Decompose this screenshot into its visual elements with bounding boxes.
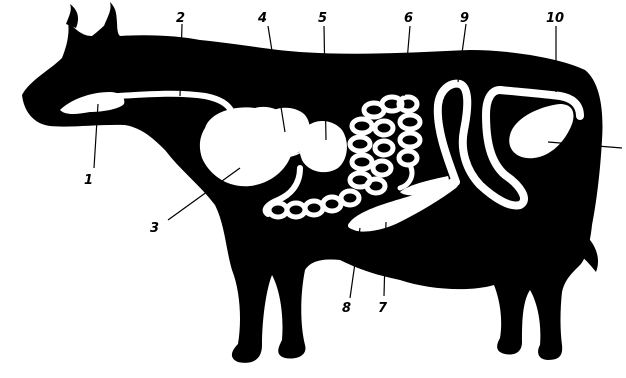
callout-label-6: 6	[404, 11, 413, 26]
cow-horn	[66, 4, 78, 28]
callout-label-2: 2	[176, 11, 185, 26]
callout-label-1: 1	[84, 173, 93, 188]
callout-label-10: 10	[546, 11, 564, 26]
callout-label-9: 9	[460, 11, 469, 26]
callout-label-4: 4	[257, 11, 267, 26]
callout-label-3: 3	[150, 221, 159, 236]
callout-label-7: 7	[378, 301, 388, 316]
omasum	[299, 121, 347, 172]
callout-label-8: 8	[342, 301, 351, 316]
callout-label-5: 5	[318, 11, 327, 26]
